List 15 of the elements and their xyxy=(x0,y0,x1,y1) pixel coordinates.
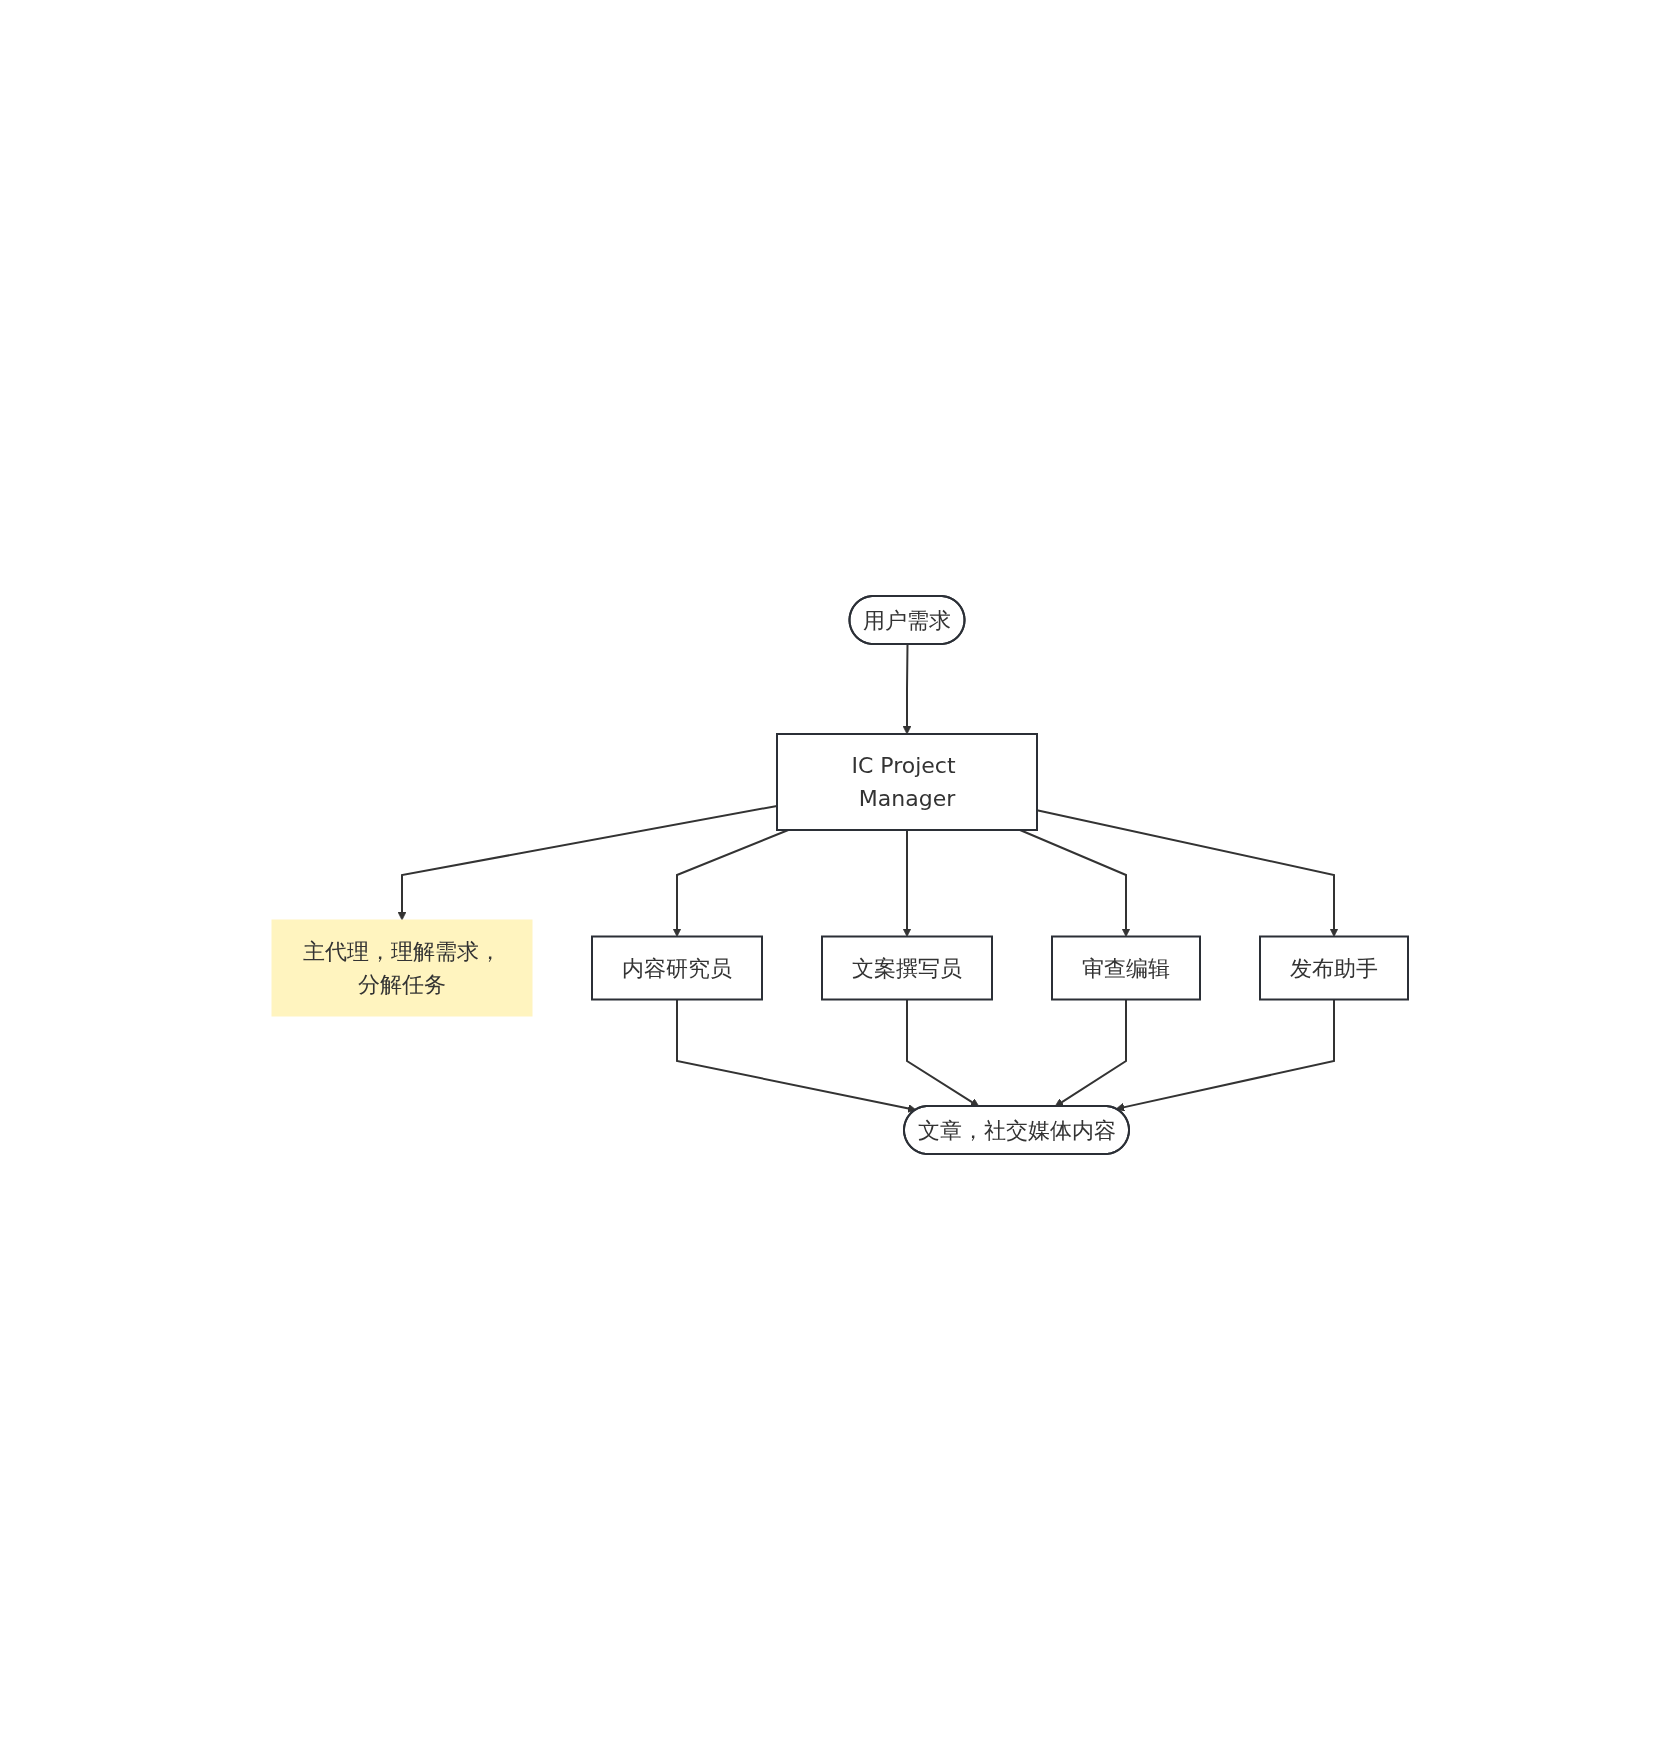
node-box: 内容研究员 xyxy=(591,935,763,1000)
arrow xyxy=(672,828,790,937)
node-box: 审查编辑 xyxy=(1051,935,1201,1000)
node-box: 发布助手 xyxy=(1259,935,1409,1000)
node-box: 主代理，理解需求，分解任务 xyxy=(271,919,533,1016)
arrow xyxy=(902,828,912,937)
arrow xyxy=(902,643,912,734)
node-box: IC Project Manager xyxy=(776,732,1038,831)
arrow xyxy=(1115,998,1335,1112)
arrow xyxy=(676,998,917,1113)
arrow xyxy=(397,804,778,920)
arrow xyxy=(1019,828,1131,937)
arrow xyxy=(1054,998,1127,1107)
arrow xyxy=(906,998,980,1107)
node-box: 文案撰写员 xyxy=(821,935,993,1000)
